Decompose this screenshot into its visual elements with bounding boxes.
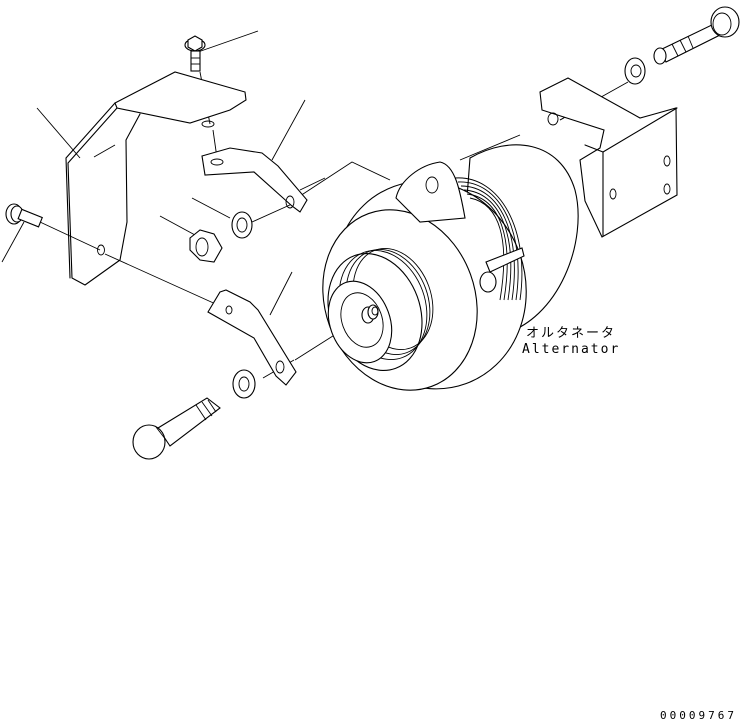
upper-stay: [201, 147, 308, 213]
flange-bolt-top: [184, 35, 206, 72]
long-bolt-top-right: [653, 6, 740, 65]
component-label-english: Alternator: [522, 342, 621, 357]
flange-bolt-left: [5, 203, 43, 228]
washer-upper: [231, 211, 253, 239]
stator-fins: [454, 177, 523, 301]
washer-top-right: [624, 57, 646, 85]
alternator: [322, 144, 579, 391]
nut: [189, 229, 223, 263]
long-bolt-bottom: [132, 397, 221, 460]
mounting-bracket-right: [539, 77, 678, 238]
washer-lower: [232, 369, 256, 399]
mounting-bracket-left: [65, 71, 247, 286]
component-label-japanese: オルタネータ: [526, 326, 617, 341]
drawing-number: 00009767: [660, 709, 737, 722]
lower-stay: [207, 289, 297, 386]
